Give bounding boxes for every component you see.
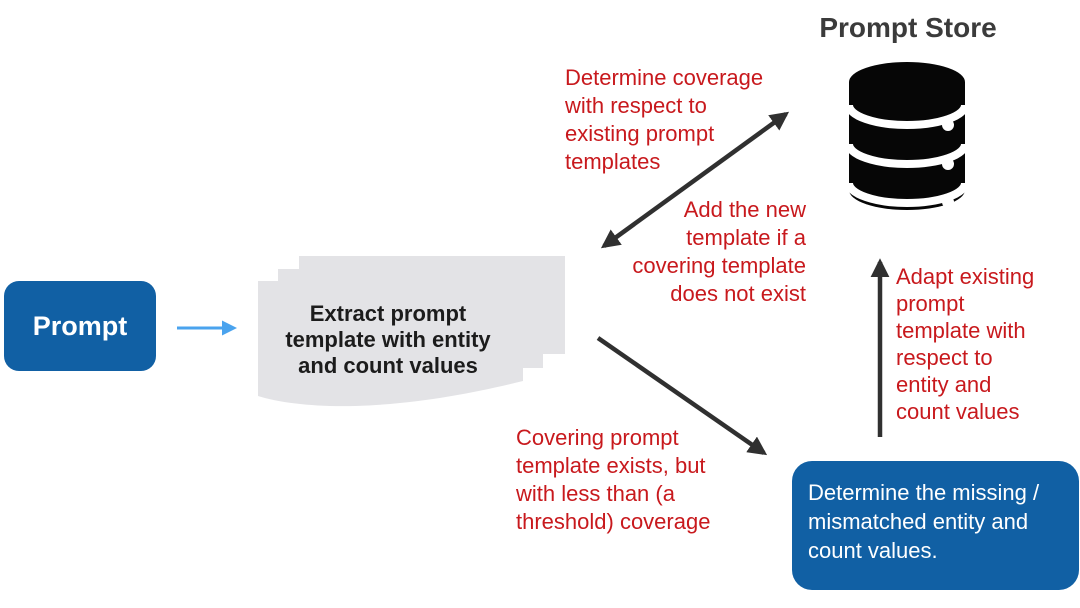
determine-missing-node: Determine the missing / mismatched entit… xyxy=(792,461,1079,590)
coverage-double-arrow xyxy=(600,111,790,249)
determine-coverage-annotation: Determine coverage with respect to exist… xyxy=(565,65,764,174)
prompt-store-title: Prompt Store xyxy=(819,12,997,43)
multidocument-shape xyxy=(258,256,565,407)
add-new-template-annotation: Add the new template if a covering templ… xyxy=(632,197,806,306)
database-icon xyxy=(845,62,969,210)
covering-case-arrow xyxy=(596,336,768,456)
prompt-node-label: Prompt xyxy=(32,310,128,341)
adapt-existing-annotation: Adapt existing prompt template with resp… xyxy=(896,264,1035,424)
extract-template-label: Extract prompt template with entity and … xyxy=(285,301,491,378)
prompt-node: Prompt xyxy=(4,281,156,371)
covering-exists-annotation: Covering prompt template exists, but wit… xyxy=(516,425,711,534)
